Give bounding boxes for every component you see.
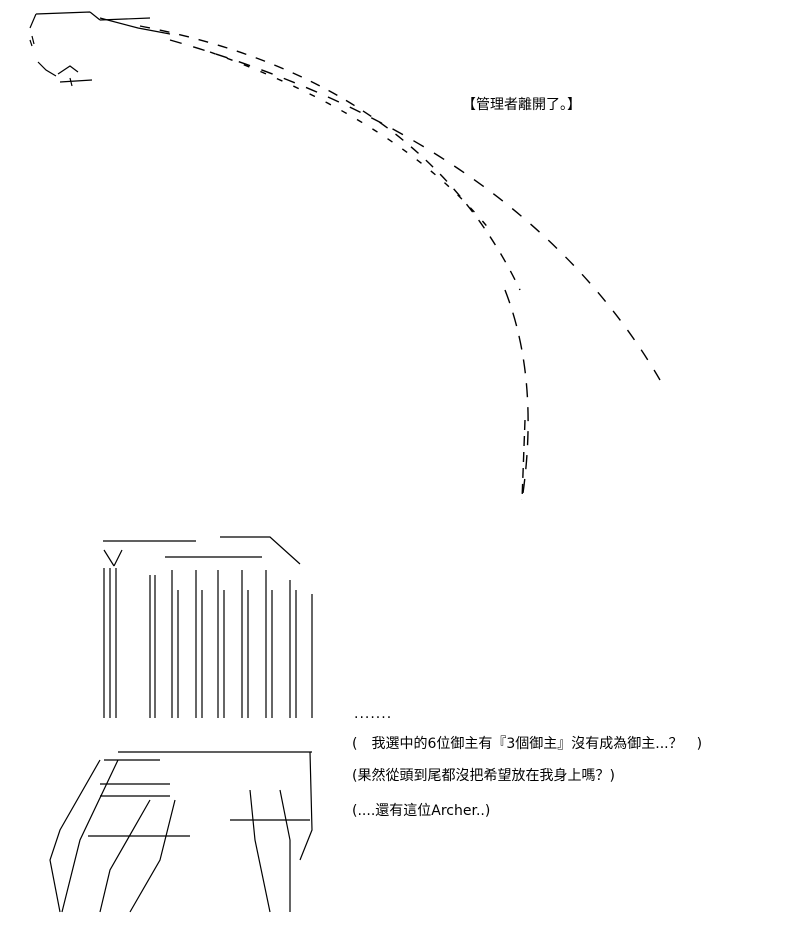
monologue-ellipsis: ....... [354,706,393,722]
leaping-figure [29,11,171,87]
monologue-line-hope: (果然從頭到尾都沒把希望放在我身上嗎？) [352,768,615,784]
throne-figure [49,536,313,913]
monologue-line-masters: ( 我選中的6位御主有『3個御主』沒有成為御主...？ ) [352,736,703,752]
motion-streaks [139,25,661,501]
admin-left-notice: 【管理者離開了。】 [462,97,581,113]
monologue-line-archer: (....還有這位Archer..) [352,803,491,819]
